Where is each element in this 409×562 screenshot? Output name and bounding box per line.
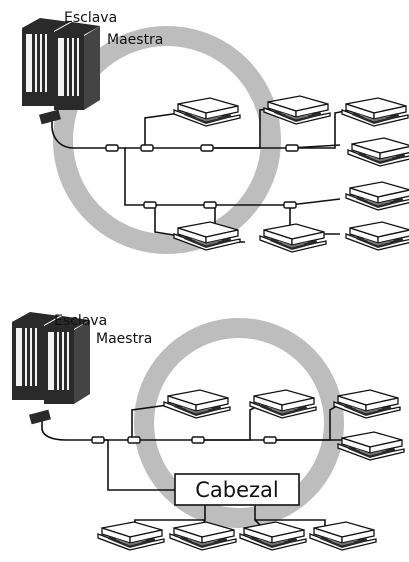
- diagram-top: Esclava Maestra: [22, 10, 409, 254]
- indoor-unit: [97, 521, 165, 551]
- outdoor-unit-top: Esclava Maestra: [22, 10, 163, 125]
- y-branch: [263, 436, 277, 444]
- header-label: Cabezal: [195, 478, 279, 502]
- ring-bottom: [134, 318, 344, 528]
- y-branch: [200, 144, 214, 152]
- y-branch: [143, 201, 157, 209]
- y-branch: [191, 436, 205, 444]
- indoor-unit: [259, 223, 327, 253]
- indoor-unit: [345, 221, 409, 251]
- label-slave: Esclava: [64, 10, 117, 26]
- indoor-unit: [345, 181, 409, 211]
- y-branch: [285, 144, 299, 152]
- y-branches-bottom: [91, 436, 277, 444]
- y-branch: [127, 436, 141, 444]
- y-branches-top: [105, 144, 299, 209]
- indoor-unit: [337, 431, 405, 461]
- y-branch: [203, 201, 217, 209]
- ring-top: [53, 26, 281, 254]
- indoor-unit: [249, 389, 317, 419]
- indoor-unit: [333, 389, 401, 419]
- indoor-unit: [163, 389, 231, 419]
- diagram-bottom: Esclava Maestra Cabezal: [12, 312, 405, 551]
- label-slave: Esclava: [54, 313, 107, 329]
- y-branch: [105, 144, 119, 152]
- label-master: Maestra: [107, 32, 163, 48]
- indoor-unit: [347, 137, 409, 167]
- outdoor-unit-bottom: Esclava Maestra: [12, 312, 152, 425]
- label-master: Maestra: [96, 331, 152, 347]
- y-branch: [91, 436, 105, 444]
- header-box: Cabezal: [174, 473, 300, 506]
- y-branch: [140, 144, 154, 152]
- indoor-unit: [309, 521, 377, 551]
- indoor-unit: [341, 97, 409, 127]
- y-branch: [283, 201, 297, 209]
- indoor-unit: [173, 97, 241, 127]
